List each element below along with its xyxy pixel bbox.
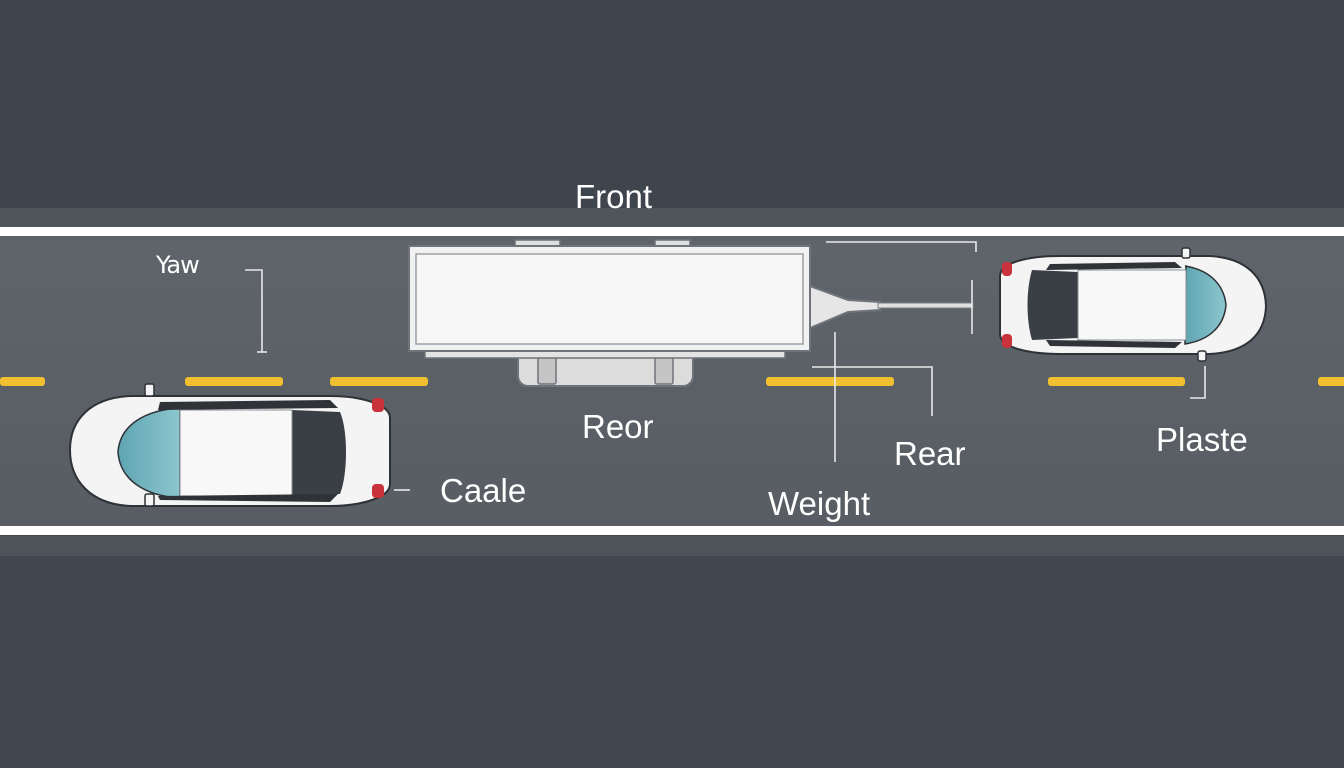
plaste-leader <box>1190 366 1206 399</box>
label-plaste: Plaste <box>1156 421 1248 458</box>
trailer-hitch <box>809 284 881 330</box>
center-line <box>0 377 1344 386</box>
lane-edge-line-top <box>0 227 1344 236</box>
yaw-leader <box>245 269 263 352</box>
upper-shoulder <box>0 0 1344 210</box>
lead-car-icon <box>68 383 391 507</box>
label-rear: Rear <box>894 435 966 472</box>
rear-leader <box>812 366 933 416</box>
trailer-icon <box>408 239 974 387</box>
center-dash <box>1048 377 1185 386</box>
center-dash <box>0 377 45 386</box>
label-reor: Reor <box>582 408 654 445</box>
label-weight: Weight <box>768 485 871 522</box>
center-dash <box>185 377 283 386</box>
lower-shoulder <box>0 556 1344 768</box>
shoulder-strip-bottom <box>0 536 1344 556</box>
center-dash <box>766 377 894 386</box>
annotation-leaders <box>245 241 1206 491</box>
label-front: Front <box>575 178 653 215</box>
center-dash <box>330 377 428 386</box>
center-dash <box>1318 377 1344 386</box>
label-caale: Caale <box>440 472 527 509</box>
lane-edge-line-bottom <box>0 526 1344 535</box>
shoulder-strip-top <box>0 208 1344 228</box>
label-yaw: Yaw <box>156 251 200 279</box>
front-hitch-leader <box>826 241 977 252</box>
tow-bar <box>877 302 974 309</box>
tow-vehicle-icon <box>999 247 1268 362</box>
